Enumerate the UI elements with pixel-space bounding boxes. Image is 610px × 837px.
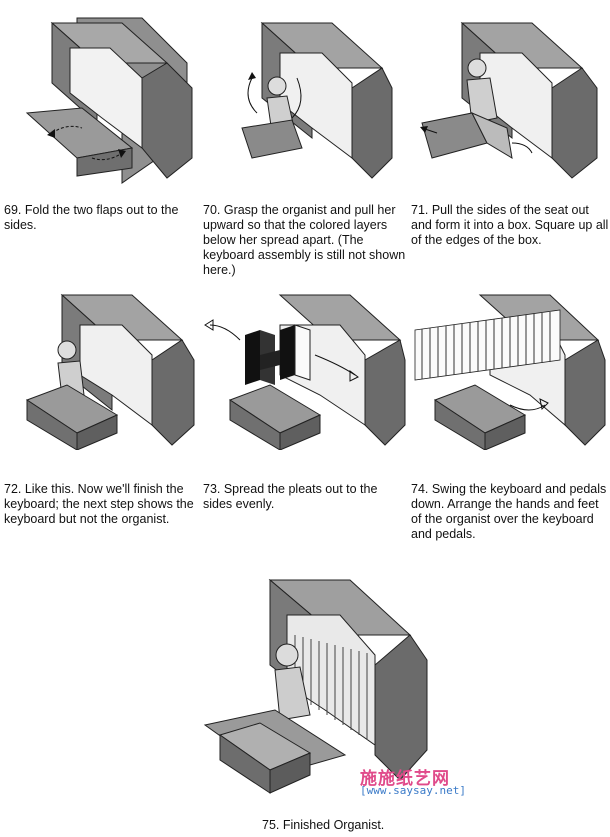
caption-step-74: 74. Swing the keyboard and pedals down. … xyxy=(411,482,607,541)
diagram-step-69 xyxy=(25,17,193,184)
caption-step-73: 73. Spread the pleats out to the sides e… xyxy=(203,482,378,511)
diagram-step-74 xyxy=(414,294,606,450)
diagram-step-75 xyxy=(203,578,428,794)
caption-step-71: 71. Pull the sides of the seat out and f… xyxy=(411,203,609,247)
diagram-step-73 xyxy=(204,294,406,450)
diagram-step-72 xyxy=(25,293,195,450)
watermark-brand: 施施纸艺网 xyxy=(360,769,450,789)
caption-step-69: 69. Fold the two flaps out to the sides. xyxy=(4,203,179,232)
diagram-step-71 xyxy=(420,21,598,179)
caption-step-70: 70. Grasp the organist and pull her upwa… xyxy=(203,203,406,277)
watermark-url: [www.saysay.net] xyxy=(360,784,466,797)
caption-step-75: 75. Finished Organist. xyxy=(262,818,385,832)
diagram-step-70 xyxy=(241,21,393,179)
caption-step-72: 72. Like this. Now we'll finish the keyb… xyxy=(4,482,194,526)
